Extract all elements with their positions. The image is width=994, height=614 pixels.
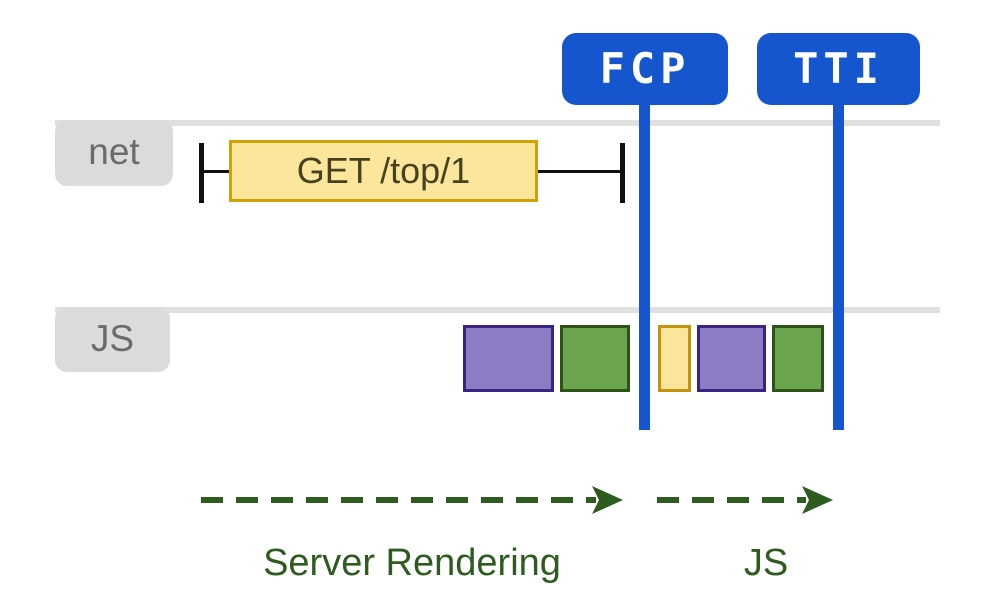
js-execution-block bbox=[658, 325, 691, 392]
request-start-connector bbox=[203, 170, 230, 173]
tti-marker-line bbox=[833, 104, 844, 430]
server-rendering-phase-label: Server Rendering bbox=[263, 542, 561, 584]
tti-badge: TTI bbox=[757, 33, 920, 105]
request-end-whisker bbox=[620, 143, 625, 203]
js-track-line bbox=[55, 307, 940, 313]
net-row-label: net bbox=[55, 120, 173, 186]
js-execution-block bbox=[463, 325, 554, 392]
js-phase-label: JS bbox=[743, 542, 789, 584]
js-row-label: JS bbox=[55, 307, 170, 372]
request-start-whisker bbox=[199, 143, 204, 203]
js-execution-block bbox=[560, 325, 630, 392]
net-track-line bbox=[55, 120, 940, 126]
request-end-connector bbox=[537, 170, 621, 173]
fcp-marker-line bbox=[639, 104, 650, 430]
js-execution-block bbox=[772, 325, 824, 392]
fcp-badge: FCP bbox=[562, 33, 728, 105]
server-rendering-arrow bbox=[201, 486, 623, 514]
network-request-box: GET /top/1 bbox=[229, 140, 538, 202]
js-phase-arrow bbox=[657, 486, 833, 514]
js-execution-block bbox=[697, 325, 766, 392]
